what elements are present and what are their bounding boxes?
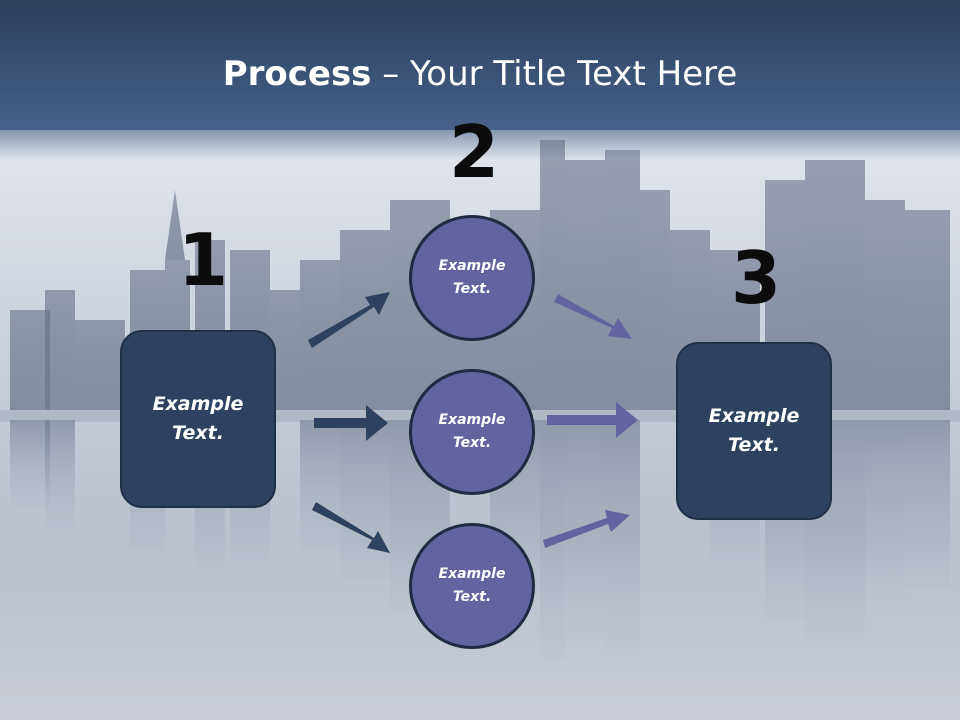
slide-title: Process – Your Title Text Here bbox=[0, 52, 960, 96]
step-number-3: 3 bbox=[731, 236, 782, 320]
circle-top: Example Text. bbox=[409, 215, 535, 341]
circle-middle: Example Text. bbox=[409, 369, 535, 495]
step-number-2: 2 bbox=[449, 110, 500, 194]
step-number-1: 1 bbox=[178, 218, 229, 302]
arrow-circle-bottom-to-box3 bbox=[543, 510, 630, 548]
title-rest: – Your Title Text Here bbox=[371, 54, 738, 94]
step-1-text: Example Text. bbox=[152, 393, 244, 444]
circle-middle-text: Example Text. bbox=[438, 412, 506, 451]
step-3-box: Example Text. bbox=[676, 342, 832, 520]
arrow-circle-top-to-box3 bbox=[554, 294, 632, 339]
circle-top-text: Example Text. bbox=[438, 258, 506, 297]
arrow-circle-mid-to-box3 bbox=[547, 402, 638, 438]
step-3-text: Example Text. bbox=[708, 405, 800, 456]
title-bar bbox=[0, 0, 960, 130]
arrow-box1-to-circle-bottom bbox=[312, 502, 390, 553]
step-1-box: Example Text. bbox=[120, 330, 276, 508]
title-bold: Process bbox=[222, 54, 372, 94]
arrow-box1-to-circle-top bbox=[308, 292, 390, 348]
circle-bottom-text: Example Text. bbox=[438, 566, 506, 605]
title-bar-fade bbox=[0, 120, 960, 160]
arrow-box1-to-circle-mid bbox=[314, 405, 388, 441]
circle-bottom: Example Text. bbox=[409, 523, 535, 649]
